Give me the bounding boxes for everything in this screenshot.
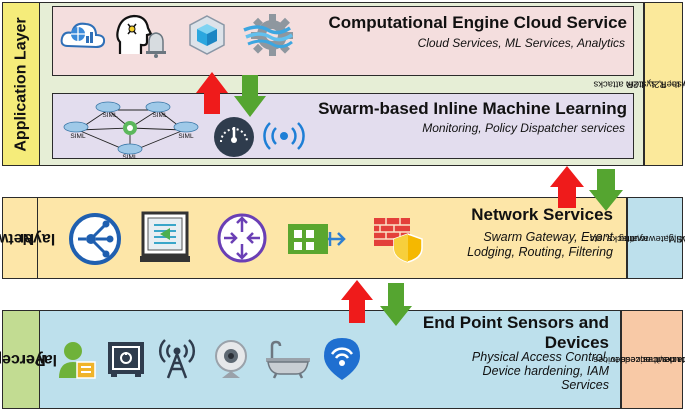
- user-badge-icon: [59, 342, 96, 379]
- perception-layer-band: [2, 310, 621, 409]
- network-services-subtitle: Swarm Gateway, Event Lodging, Routing, F…: [467, 230, 613, 259]
- siml-node-label: SIML: [178, 133, 194, 140]
- siml-node-label: SIML: [70, 133, 86, 140]
- application-threats-note: Identity theft, system compromise, R2L, …: [593, 2, 685, 166]
- siml-node-label: SIML: [102, 112, 118, 119]
- bathtub-icon: [266, 340, 310, 379]
- location-pin-icon: [324, 338, 360, 380]
- swarm-ml-subtitle: Monitoring, Policy Dispatcher services: [422, 121, 625, 135]
- perception-layer-label: Perception layer: [0, 310, 57, 409]
- firewall-shield-icon: [374, 218, 423, 263]
- perception-subtitle: Physical Access Control, Device hardenin…: [471, 350, 609, 392]
- siml-node-label: SIML: [122, 154, 138, 161]
- network-threats-note: DoS DDoS, MIM, gateway, routing attacks,…: [587, 197, 685, 279]
- head-bell-alert-icon: [116, 14, 166, 58]
- network-services-title: Network Services: [471, 205, 613, 224]
- wireless-signal-icon: [263, 122, 305, 150]
- cloud-analytics-icon: [60, 22, 106, 49]
- webcam-icon: [215, 340, 247, 378]
- antenna-tower-icon: [158, 339, 196, 379]
- gauge-icon: [214, 117, 254, 157]
- arrow-up-icon: [550, 166, 584, 208]
- swarm-network-icon: SIML SIML SIML SIML SIML: [63, 101, 199, 161]
- perception-threats-note: Physical attacks, sensor devices, unauth…: [593, 310, 685, 409]
- cube-service-icon: [189, 15, 225, 55]
- gateway-hub-icon: [69, 213, 121, 265]
- cloud-service-title: Computational Engine Cloud Service: [328, 13, 627, 32]
- gear-wind-icon: [243, 14, 293, 56]
- network-layer-label: Network layer: [0, 197, 56, 279]
- perception-title: End Point Sensors and Devices: [422, 313, 609, 352]
- server-monitor-icon: [140, 211, 190, 262]
- arrow-down-icon: [234, 75, 266, 117]
- arrow-down-icon: [380, 283, 412, 326]
- application-layer-label: Application Layer: [2, 2, 40, 166]
- swarm-ml-title: Swarm-based Inline Machine Learning: [318, 99, 627, 118]
- switch-icon: [288, 224, 346, 254]
- arrow-up-icon: [196, 72, 228, 114]
- siml-node-label: SIML: [152, 112, 168, 119]
- cloud-service-subtitle: Cloud Services, ML Services, Analytics: [417, 36, 625, 50]
- arrow-down-icon: [589, 169, 623, 211]
- router-icon: [217, 213, 267, 263]
- safe-icon: [108, 342, 144, 377]
- arrow-up-icon: [341, 280, 373, 323]
